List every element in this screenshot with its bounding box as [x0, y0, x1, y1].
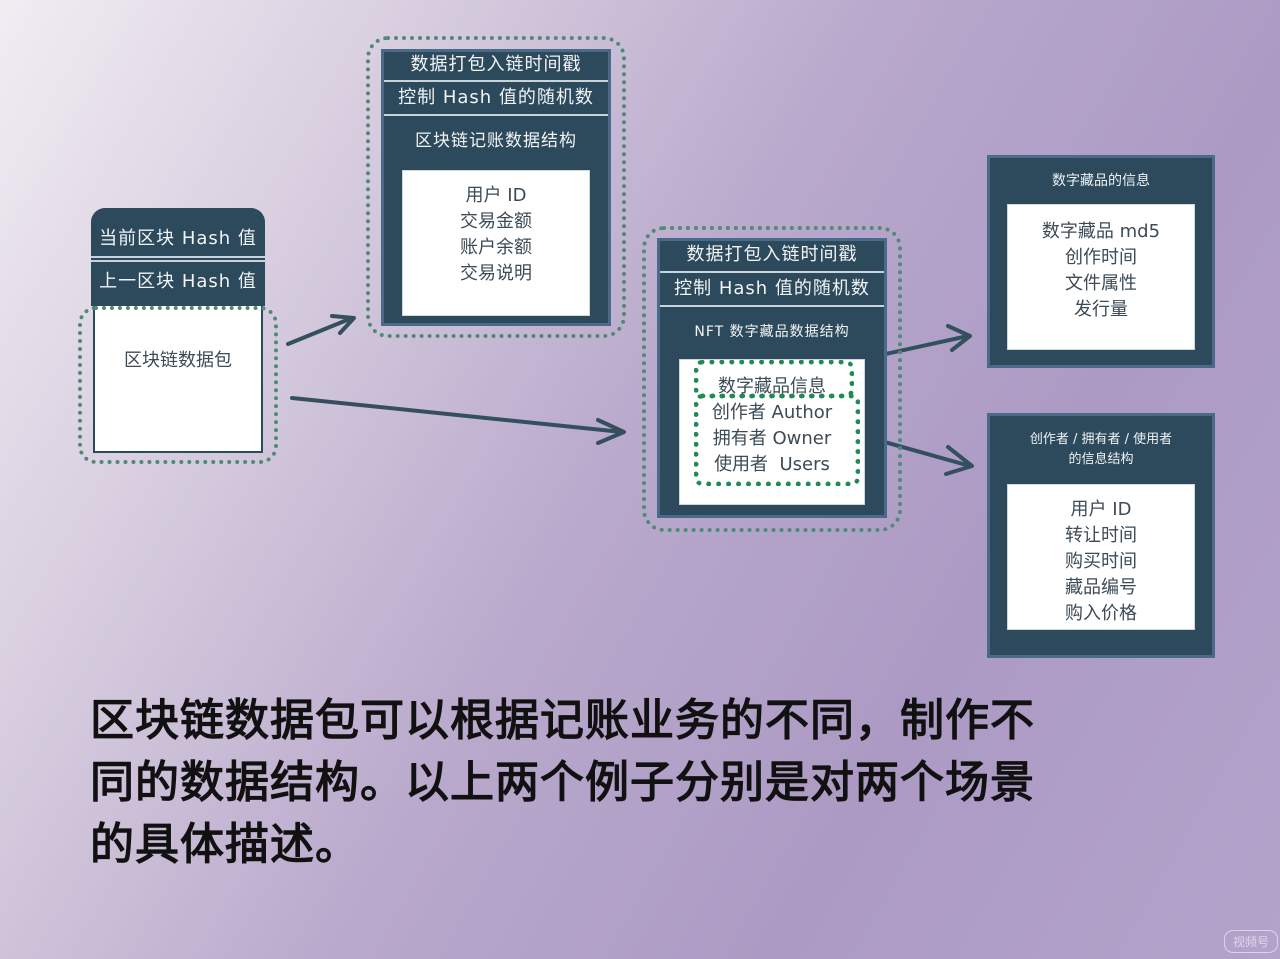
arrow-to-ledger — [286, 314, 356, 346]
collectible-info-item: 创作时间 — [1065, 247, 1137, 268]
owner-info-title-line1: 创作者 / 拥有者 / 使用者 — [1029, 432, 1173, 447]
nft-nonce-label: 控制 Hash 值的随机数 — [660, 273, 884, 307]
owner-info-item: 藏品编号 — [1065, 577, 1137, 598]
nft-structure-title: NFT 数字藏品数据结构 — [694, 324, 850, 340]
ledger-block: 数据打包入链时间戳 控制 Hash 值的随机数 区块链记账数据结构 用户 ID … — [381, 49, 611, 326]
caption-line-2: 同的数据结构。以上两个例子分别是对两个场景 — [90, 757, 1035, 808]
ledger-items-panel: 用户 ID 交易金额 账户余额 交易说明 — [402, 170, 590, 316]
ledger-item: 账户余额 — [460, 237, 532, 258]
owner-info-item: 用户 ID — [1070, 499, 1132, 520]
nft-item: 创作者 Author — [711, 402, 833, 423]
collectible-info-item: 数字藏品 md5 — [1041, 221, 1161, 242]
ledger-structure-title: 区块链记账数据结构 — [415, 131, 577, 151]
owner-info-item: 购买时间 — [1065, 551, 1137, 572]
data-package-label: 区块链数据包 — [124, 350, 232, 371]
data-package-body: 区块链数据包 — [93, 306, 263, 453]
nft-timestamp-label: 数据打包入链时间戳 — [660, 241, 884, 273]
ledger-item: 交易金额 — [460, 211, 532, 232]
caption-line-3: 的具体描述。 — [90, 819, 360, 870]
owner-info-title-line2: 的信息结构 — [1068, 452, 1134, 467]
owner-info-item: 转让时间 — [1065, 525, 1137, 546]
nft-item: 使用者 Users — [714, 454, 830, 475]
owner-info-panel: 用户 ID 转让时间 购买时间 藏品编号 购入价格 — [1007, 484, 1195, 630]
caption: 区块链数据包可以根据记账业务的不同，制作不 同的数据结构。以上两个例子分别是对两… — [90, 690, 1210, 876]
collectible-info-block: 数字藏品的信息 数字藏品 md5 创作时间 文件属性 发行量 — [987, 155, 1215, 368]
collectible-info-item: 文件属性 — [1065, 273, 1137, 294]
collectible-info-panel: 数字藏品 md5 创作时间 文件属性 发行量 — [1007, 204, 1195, 350]
nft-item: 拥有者 Owner — [712, 428, 832, 449]
ledger-item: 用户 ID — [465, 185, 527, 206]
nft-highlight-info — [694, 360, 854, 398]
ledger-dotted-outline — [366, 36, 626, 338]
current-block: 当前区块 Hash 值 上一区块 Hash 值 区块链数据包 — [91, 208, 265, 453]
owner-info-item: 购入价格 — [1065, 603, 1137, 624]
ledger-item: 交易说明 — [460, 263, 532, 284]
current-hash-label: 当前区块 Hash 值 — [91, 222, 265, 258]
watermark-badge: 视频号 — [1224, 930, 1279, 953]
ledger-timestamp-label: 数据打包入链时间戳 — [384, 52, 608, 82]
ledger-nonce-label: 控制 Hash 值的随机数 — [384, 82, 608, 116]
arrow-to-nft — [290, 396, 626, 445]
data-package-dotted-outline — [78, 306, 278, 464]
nft-highlight-people — [694, 394, 860, 486]
previous-hash-label: 上一区块 Hash 值 — [91, 260, 265, 300]
nft-item: 数字藏品信息 — [718, 376, 826, 397]
collectible-info-item: 发行量 — [1074, 299, 1128, 320]
nft-items-panel: 数字藏品信息 创作者 Author 拥有者 Owner 使用者 Users — [679, 359, 865, 505]
nft-dotted-outline — [642, 226, 902, 532]
collectible-info-title: 数字藏品的信息 — [1052, 173, 1150, 189]
owner-info-block: 创作者 / 拥有者 / 使用者 的信息结构 用户 ID 转让时间 购买时间 藏品… — [987, 413, 1215, 658]
caption-line-1: 区块链数据包可以根据记账业务的不同，制作不 — [90, 695, 1035, 746]
